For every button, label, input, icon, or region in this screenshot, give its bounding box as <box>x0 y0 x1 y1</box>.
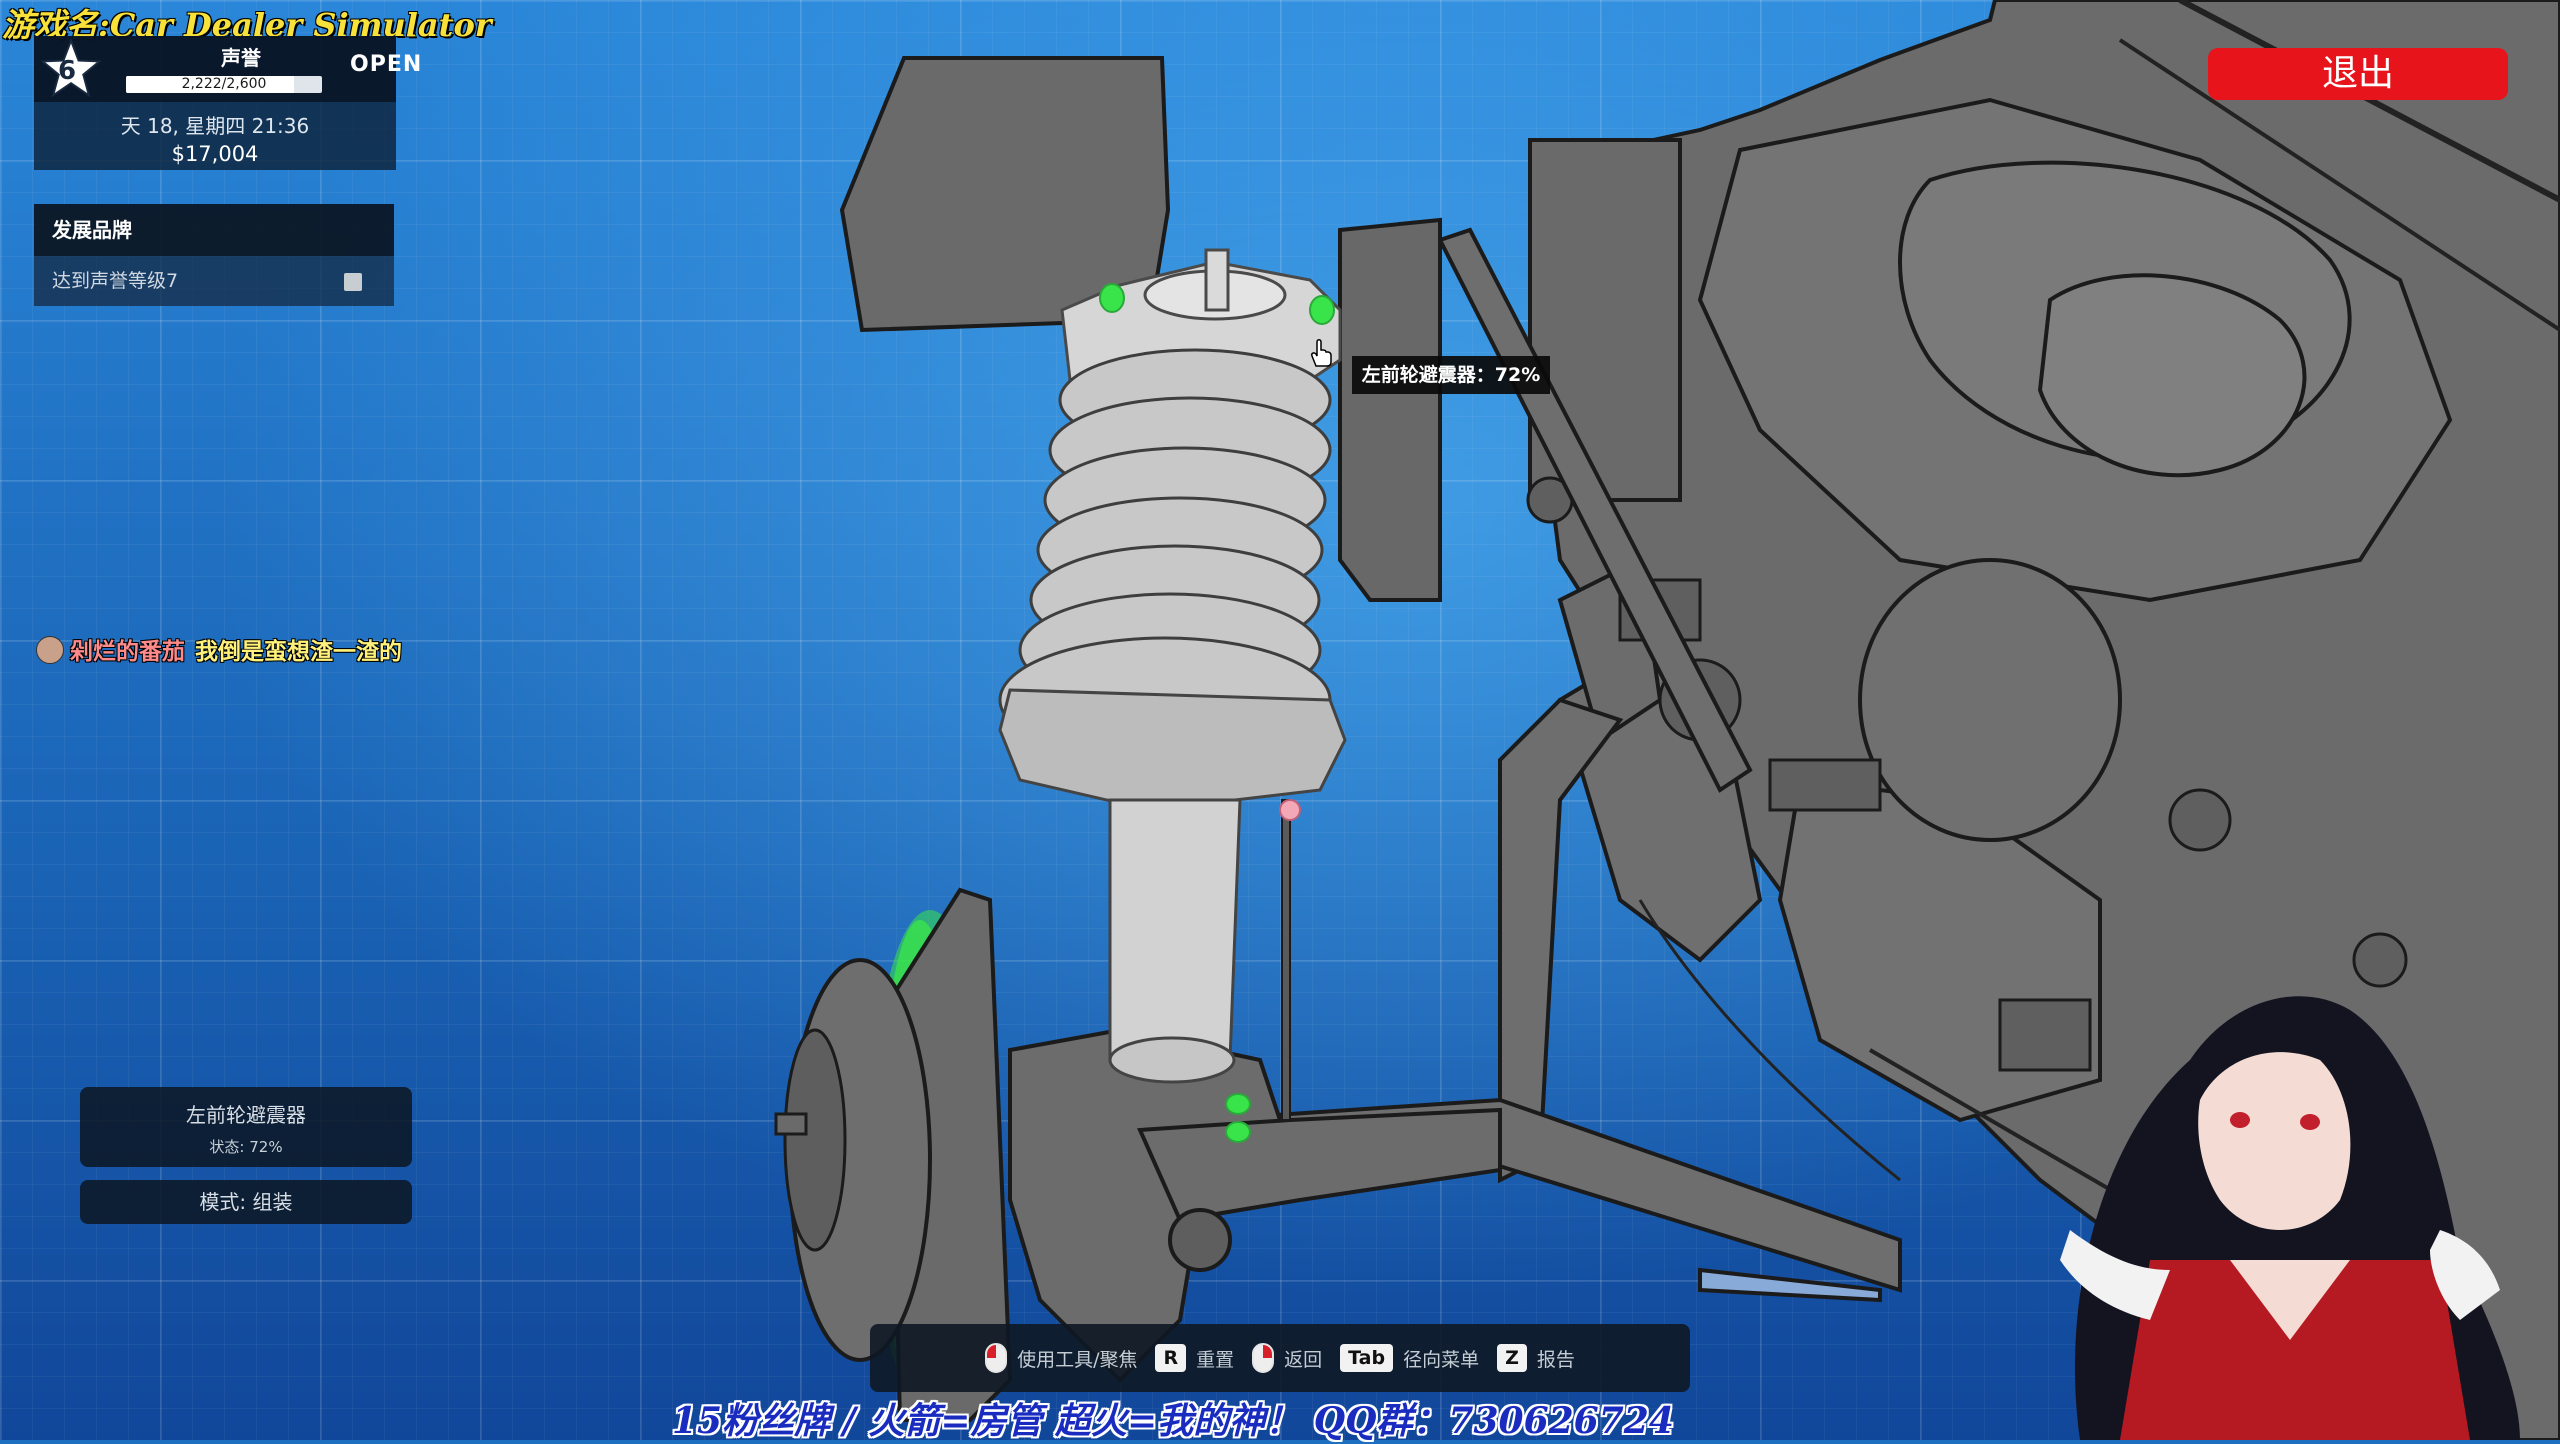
coil-spring <box>998 348 1332 764</box>
reputation-value: 2,222/2,600 <box>181 76 267 92</box>
hint-back[interactable]: 返回 <box>1252 1343 1322 1373</box>
reputation-label: 声誉 <box>221 46 261 70</box>
streamer-avatar <box>2060 996 2520 1440</box>
mouse-right-icon <box>1252 1343 1275 1373</box>
selected-part-name: 左前轮避震器 <box>186 1103 306 1127</box>
reputation-bar-fill <box>126 76 294 93</box>
hint-report[interactable]: Z 报告 <box>1497 1344 1575 1372</box>
hint-reset[interactable]: R 重置 <box>1155 1344 1234 1372</box>
hint-back-label: 返回 <box>1284 1348 1323 1371</box>
task-checkbox <box>344 273 362 291</box>
hint-use-tool[interactable]: 使用工具/聚焦 <box>985 1343 1137 1373</box>
control-hints-bar: 使用工具/聚焦 R 重置 返回 Tab 径向菜单 Z 报告 <box>870 1324 1690 1392</box>
reputation-bar: 2,222/2,600 <box>126 76 322 93</box>
task-panel: 发展品牌 达到声誉等级7 <box>34 204 394 306</box>
chat-message: 剁烂的番茄我倒是蛮想渣一渣的 <box>36 632 402 666</box>
key-r: R <box>1155 1344 1187 1372</box>
hand-cursor-icon <box>1311 339 1332 367</box>
selected-part-panel: 左前轮避震器 状态: 72% <box>80 1087 412 1167</box>
level-star-icon <box>40 38 102 98</box>
money-balance: $17,004 <box>171 142 259 166</box>
game-datetime: 天 18, 星期四 21:36 <box>120 114 310 138</box>
task-item-label: 达到声誉等级7 <box>52 270 179 292</box>
status-panel: 6 声誉 2,222/2,600 OPEN 天 18, 星期四 21:36 $1… <box>34 36 421 170</box>
part-tooltip: 左前轮避震器：72% <box>1352 356 1550 394</box>
engine-block <box>1527 0 2560 1440</box>
shop-open-badge[interactable]: OPEN <box>350 52 423 77</box>
damper-body <box>1108 798 1242 1084</box>
status-header: 6 声誉 2,222/2,600 OPEN <box>34 36 421 102</box>
hint-radial-menu[interactable]: Tab 径向菜单 <box>1340 1344 1479 1372</box>
spring-seat <box>998 688 1347 812</box>
key-z: Z <box>1497 1344 1527 1372</box>
exit-button[interactable]: 退出 <box>2208 48 2508 100</box>
reservoir-box <box>839 56 1442 602</box>
mouse-left-icon <box>985 1343 1008 1373</box>
brake-disc <box>774 887 1013 1422</box>
mode-indicator: 模式: 组装 <box>80 1180 412 1224</box>
task-title: 发展品牌 <box>34 204 394 256</box>
key-tab: Tab <box>1340 1344 1394 1372</box>
hint-report-label: 报告 <box>1536 1348 1575 1371</box>
sway-bar-link <box>1279 799 1301 1121</box>
level-number: 6 <box>57 56 77 86</box>
chat-avatar <box>36 636 64 664</box>
selected-part-state: 状态: 72% <box>209 1138 283 1156</box>
stream-ticker: 15粉丝牌 / 火箭=房管 超火=我的神！ QQ群：730626724 <box>672 1400 1674 1442</box>
chat-username: 剁烂的番茄 <box>70 639 185 665</box>
chat-text: 我倒是蛮想渣一渣的 <box>195 639 402 665</box>
hint-use-tool-label: 使用工具/聚焦 <box>1017 1348 1138 1371</box>
hint-radial-menu-label: 径向菜单 <box>1403 1348 1480 1371</box>
task-item: 达到声誉等级7 <box>34 256 394 306</box>
bolt-highlights <box>1099 283 1335 1143</box>
hint-reset-label: 重置 <box>1196 1348 1235 1371</box>
